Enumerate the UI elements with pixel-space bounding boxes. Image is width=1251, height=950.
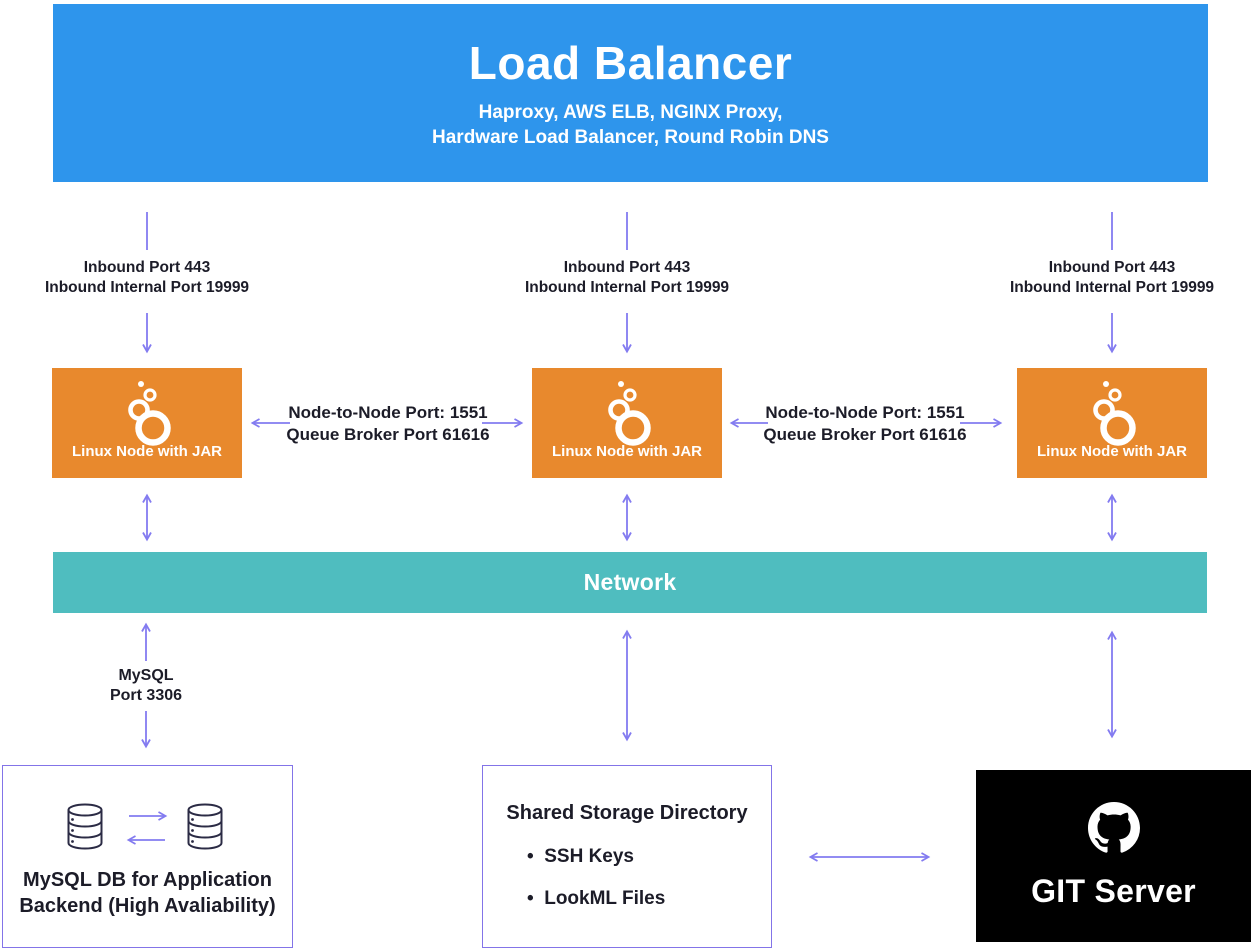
database-icon [65,802,105,857]
git-server-label: GIT Server [1031,873,1196,909]
mysql-port-label: MySQL Port 3306 [76,666,216,706]
linux-node-label: Linux Node with JAR [1037,443,1187,460]
linux-node-label: Linux Node with JAR [552,443,702,460]
linux-node-label: Linux Node with JAR [72,443,222,460]
mysql-port-line1: MySQL [118,667,174,684]
inbound-ports-label-middle: Inbound Port 443 Inbound Internal Port 1… [487,258,767,298]
mysql-db-line1: MySQL DB for Application [23,869,272,891]
github-icon [1087,802,1140,859]
looker-icon [1086,375,1138,447]
load-balancer-title: Load Balancer [468,37,793,89]
mysql-db-box: MySQL DB for Application Backend (High A… [2,765,293,948]
node-to-node-line2: Queue Broker Port 61616 [286,424,490,444]
node-to-node-label-1: Node-to-Node Port: 1551 Queue Broker Por… [283,402,493,445]
storage-item-lookml-files: LookML Files [527,888,665,910]
network-bar: Network [53,552,1207,613]
inbound-line2: Inbound Internal Port 19999 [1009,279,1215,296]
mysql-port-line2: Port 3306 [109,687,183,704]
inbound-line2: Inbound Internal Port 19999 [44,279,250,296]
network-label: Network [583,569,677,595]
load-balancer-subtitle-line2: Hardware Load Balancer, Round Robin DNS [432,127,829,148]
node-to-node-line1: Node-to-Node Port: 1551 [288,403,488,422]
git-server-box: GIT Server [976,770,1251,942]
storage-item-ssh-keys: SSH Keys [527,846,634,868]
shared-storage-title: Shared Storage Directory [506,802,748,824]
looker-icon [121,375,173,447]
inbound-line1: Inbound Port 443 [83,259,211,276]
linux-node-box-2: Linux Node with JAR [532,368,722,478]
inbound-line1: Inbound Port 443 [1048,259,1176,276]
mysql-db-line2: Backend (High Avaliability) [19,895,276,917]
database-icon [185,802,225,857]
inbound-line2: Inbound Internal Port 19999 [524,279,730,296]
linux-node-box-1: Linux Node with JAR [52,368,242,478]
inbound-ports-label-left: Inbound Port 443 Inbound Internal Port 1… [7,258,287,298]
looker-icon [601,375,653,447]
node-to-node-line2: Queue Broker Port 61616 [763,424,967,444]
linux-node-box-3: Linux Node with JAR [1017,368,1207,478]
inbound-ports-label-right: Inbound Port 443 Inbound Internal Port 1… [972,258,1251,298]
shared-storage-box: Shared Storage Directory SSH Keys LookML… [482,765,772,948]
mysql-db-label: MySQL DB for Application Backend (High A… [3,867,292,919]
load-balancer-subtitle-line1: Haproxy, AWS ELB, NGINX Proxy, [478,102,783,123]
node-to-node-line1: Node-to-Node Port: 1551 [765,403,965,422]
inbound-line1: Inbound Port 443 [563,259,691,276]
load-balancer-box: Load Balancer Haproxy, AWS ELB, NGINX Pr… [53,4,1208,182]
node-to-node-label-2: Node-to-Node Port: 1551 Queue Broker Por… [760,402,970,445]
